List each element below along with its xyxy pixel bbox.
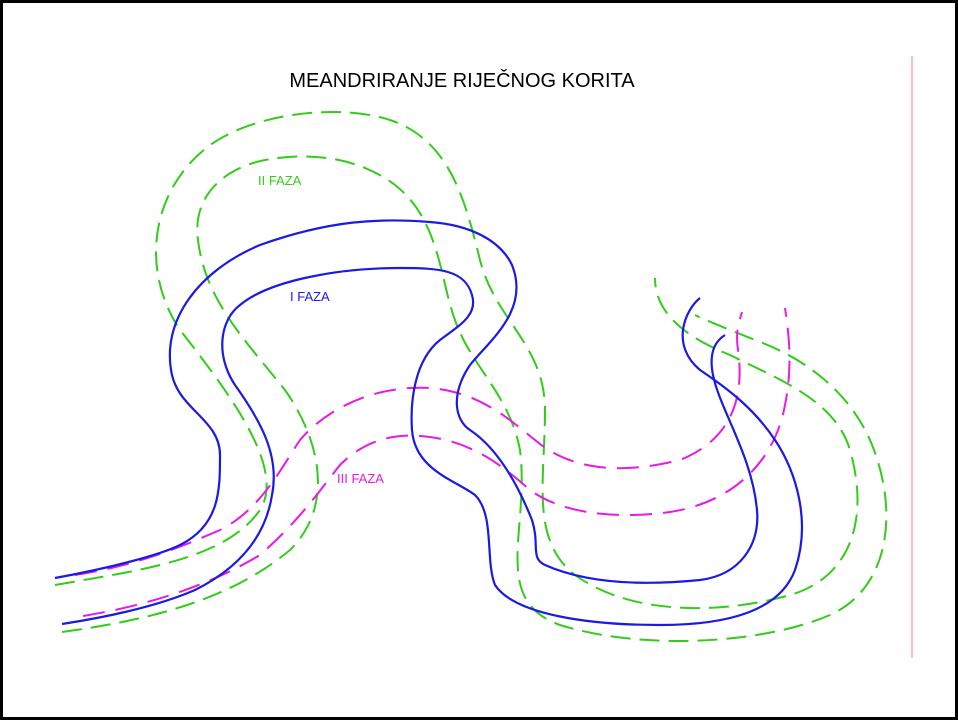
phase-1-bank-inner (61, 266, 803, 627)
slide: MEANDRIRANJE RIJEČNOG KORITA II FAZA I F… (3, 3, 955, 717)
diagram-title: MEANDRIRANJE RIJEČNOG KORITA (289, 69, 635, 92)
phase-2-channel (54, 111, 888, 642)
phase-3-bank-outer (74, 311, 743, 576)
phase-1-label: I FAZA (290, 289, 330, 304)
phase-2-label: II FAZA (258, 173, 302, 188)
phase-1-bank-outer (54, 219, 759, 584)
phase-3-channel (74, 307, 791, 617)
meander-diagram: MEANDRIRANJE RIJEČNOG KORITA II FAZA I F… (54, 56, 913, 658)
phase-2-bank-outer (54, 111, 859, 610)
phase-3-bank-inner (82, 307, 791, 617)
phase-2-bank-inner (61, 155, 888, 642)
phase-3-label: III FAZA (337, 471, 384, 486)
phase-1-channel (54, 219, 803, 627)
